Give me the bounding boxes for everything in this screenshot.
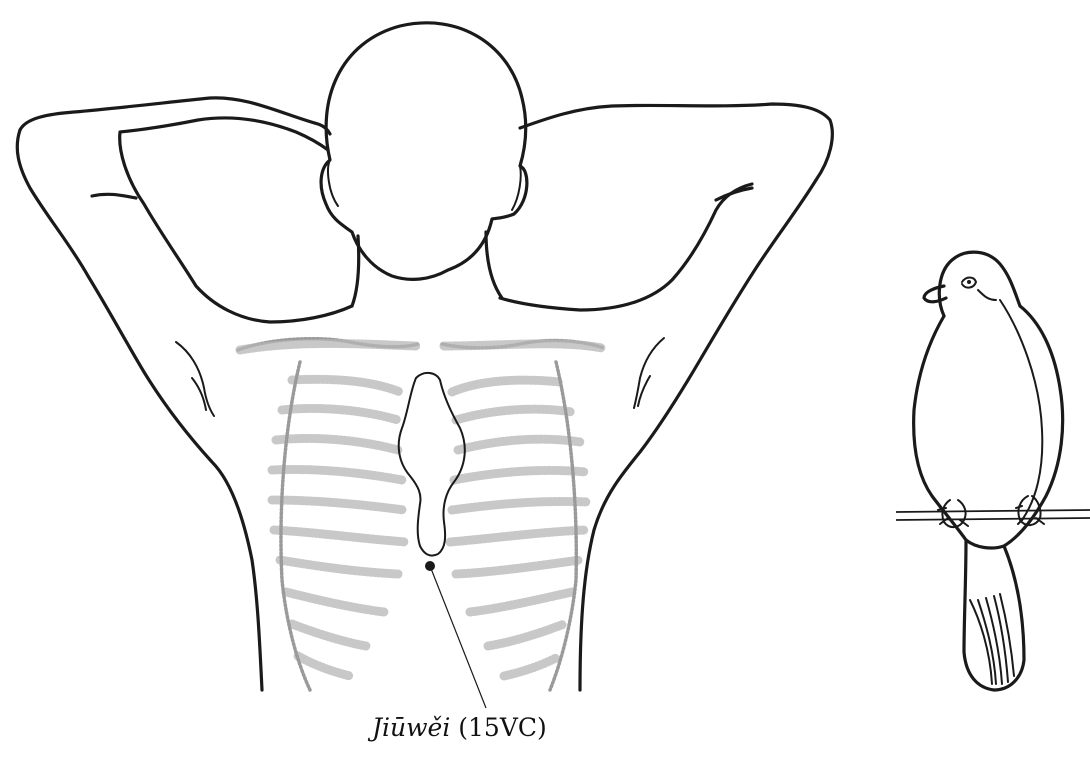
- right-ear: [512, 166, 521, 210]
- perch-bottom: [896, 518, 1090, 520]
- right-pectoral-line: [634, 338, 664, 408]
- pigeon-cheek: [978, 290, 996, 300]
- right-arm-inner: [500, 184, 752, 310]
- point-name: Jiūwěi: [372, 713, 450, 742]
- point-code: (15VC): [458, 713, 547, 742]
- label-leader-line: [430, 566, 486, 708]
- left-upper-arm-outer: [17, 130, 262, 690]
- neck-left: [352, 236, 359, 306]
- left-pectoral-line-2: [192, 378, 206, 410]
- left-ear: [328, 160, 338, 206]
- left-arm-outer: [120, 118, 352, 322]
- human-torso-figure: [17, 23, 832, 708]
- pigeon-tail-feathers: [970, 594, 1014, 684]
- acupuncture-point-label: Jiūwěi (15VC): [372, 713, 622, 742]
- sternum-outline: [399, 373, 465, 556]
- left-pectoral-line: [176, 342, 214, 416]
- right-forearm: [520, 104, 832, 180]
- left-elbow-crease: [92, 194, 136, 198]
- pigeon-figure: [896, 252, 1090, 690]
- perch-top: [896, 510, 1090, 512]
- pigeon-wing: [1000, 300, 1042, 520]
- right-upper-arm-outer: [580, 180, 816, 690]
- pigeon-beak: [924, 286, 946, 302]
- neck-right: [486, 232, 502, 298]
- head-outline: [321, 23, 527, 280]
- pigeon-pupil: [967, 280, 971, 284]
- pigeon-head: [939, 252, 1020, 316]
- ribcage: [238, 339, 604, 690]
